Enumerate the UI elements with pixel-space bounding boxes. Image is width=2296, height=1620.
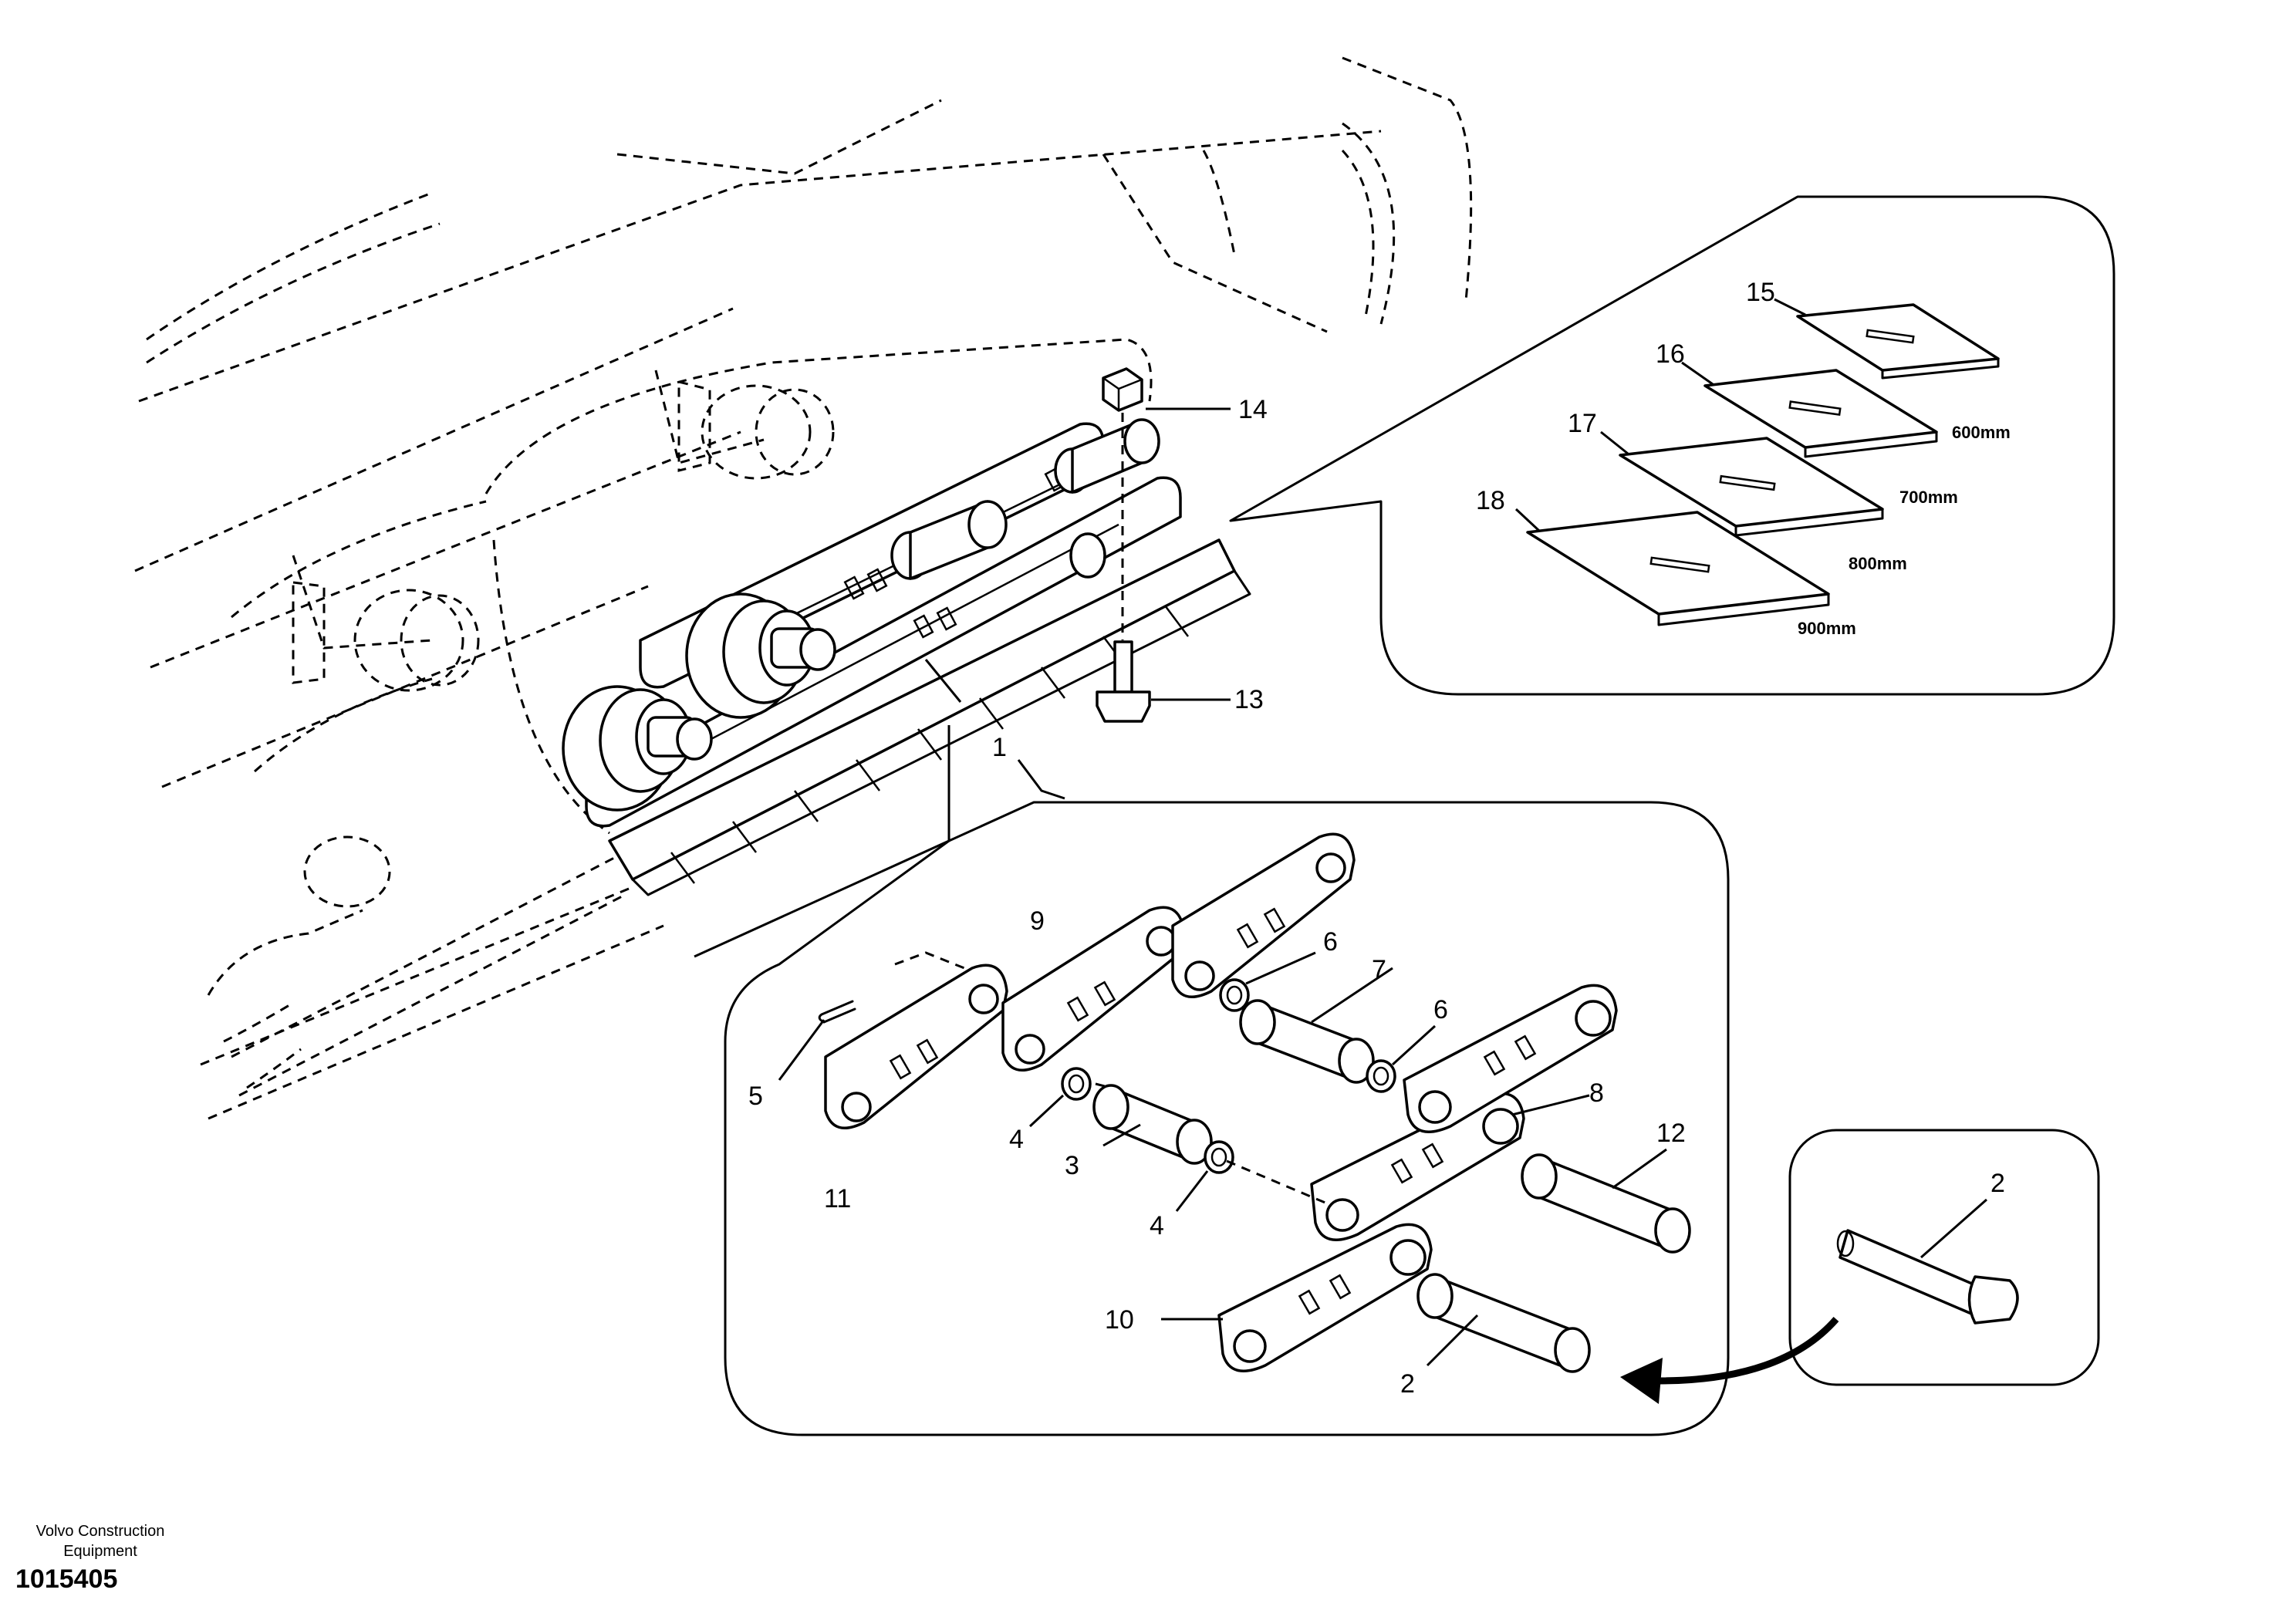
bolt-part-13 bbox=[1096, 640, 1231, 723]
callout-2b: 2 bbox=[1990, 1169, 2005, 1198]
link-part-9 bbox=[1001, 906, 1186, 1072]
callout-2a: 2 bbox=[1400, 1369, 1415, 1399]
drawing-number: 1015405 bbox=[15, 1564, 118, 1594]
callout-16: 16 bbox=[1656, 339, 1685, 369]
chain-pins bbox=[890, 418, 1160, 580]
cotter-pin-part-5 bbox=[778, 951, 965, 1081]
shoe-width-inset bbox=[1229, 195, 2115, 696]
callout-1: 1 bbox=[992, 733, 1007, 762]
callout-9: 9 bbox=[1030, 906, 1045, 936]
callout-14: 14 bbox=[1238, 395, 1268, 424]
manufacturer-line-2: Equipment bbox=[63, 1543, 137, 1560]
master-pin-inset bbox=[1788, 1129, 2100, 1386]
callout-5: 5 bbox=[748, 1082, 763, 1111]
dashed-rollers bbox=[292, 380, 835, 692]
bushing-part-3 bbox=[1092, 1084, 1213, 1165]
callout-4a: 4 bbox=[1009, 1125, 1024, 1154]
seal-part-6-lower bbox=[1366, 1024, 1437, 1093]
callout-17: 17 bbox=[1568, 409, 1597, 438]
callout-6b: 6 bbox=[1433, 995, 1448, 1024]
width-label-600: 600mm bbox=[1952, 423, 2011, 442]
width-label-800: 800mm bbox=[1849, 554, 1907, 573]
link-part-10 bbox=[1161, 1223, 1433, 1372]
link-part-11 bbox=[824, 964, 1008, 1129]
pin-part-2-exploded bbox=[1416, 1273, 1591, 1373]
track-roller-rear bbox=[685, 592, 836, 719]
spacer-part-4-lower bbox=[1175, 1140, 1234, 1212]
callout-11: 11 bbox=[824, 1184, 851, 1213]
callout-13: 13 bbox=[1234, 685, 1264, 714]
callout-labels: 1 13 14 15 16 17 18 9 6 7 6 5 8 4 12 3 1… bbox=[748, 278, 2005, 1399]
nut-part-14 bbox=[1102, 367, 1231, 640]
seal-part-6-upper bbox=[1219, 951, 1316, 1012]
spacer-part-4-upper bbox=[1028, 1067, 1092, 1128]
link-upper-right-2 bbox=[1095, 984, 1618, 1205]
pin-part-7 bbox=[1239, 967, 1393, 1084]
manufacturer-line-1: Volvo Construction bbox=[35, 1523, 165, 1540]
width-label-700: 700mm bbox=[1899, 488, 1958, 507]
width-label-900: 900mm bbox=[1798, 619, 1856, 638]
shoe-plate-17 bbox=[1600, 430, 1884, 537]
link-upper-right bbox=[1171, 832, 1356, 998]
callout-7: 7 bbox=[1372, 955, 1386, 984]
callout-6a: 6 bbox=[1323, 927, 1338, 957]
callout-10: 10 bbox=[1105, 1305, 1134, 1335]
callout-8: 8 bbox=[1589, 1078, 1604, 1108]
curved-arrow-icon bbox=[1620, 1317, 1839, 1404]
shoe-plate-16 bbox=[1681, 361, 1938, 458]
shoe-plate-18 bbox=[1514, 508, 1830, 626]
callout-4b: 4 bbox=[1150, 1211, 1164, 1240]
assembled-track-chain bbox=[562, 418, 1182, 828]
callout-18: 18 bbox=[1476, 486, 1505, 515]
machine-outline-dashed bbox=[134, 56, 1473, 1120]
track-shoes-assembly bbox=[231, 538, 1251, 1097]
track-roller-front bbox=[562, 685, 713, 812]
callout-15: 15 bbox=[1746, 278, 1775, 307]
shoe-plate-15 bbox=[1774, 298, 2000, 380]
chain-link-exploded-inset bbox=[724, 801, 1839, 1436]
callout-3: 3 bbox=[1065, 1151, 1079, 1180]
manufacturer-name: Volvo Construction Equipment bbox=[0, 1521, 201, 1561]
link-part-8 bbox=[1310, 1092, 1590, 1241]
shoe-width-labels: 600mm 700mm 800mm 900mm bbox=[1798, 423, 2011, 638]
callout-12: 12 bbox=[1656, 1119, 1686, 1148]
pin-part-12 bbox=[1521, 1148, 1691, 1254]
